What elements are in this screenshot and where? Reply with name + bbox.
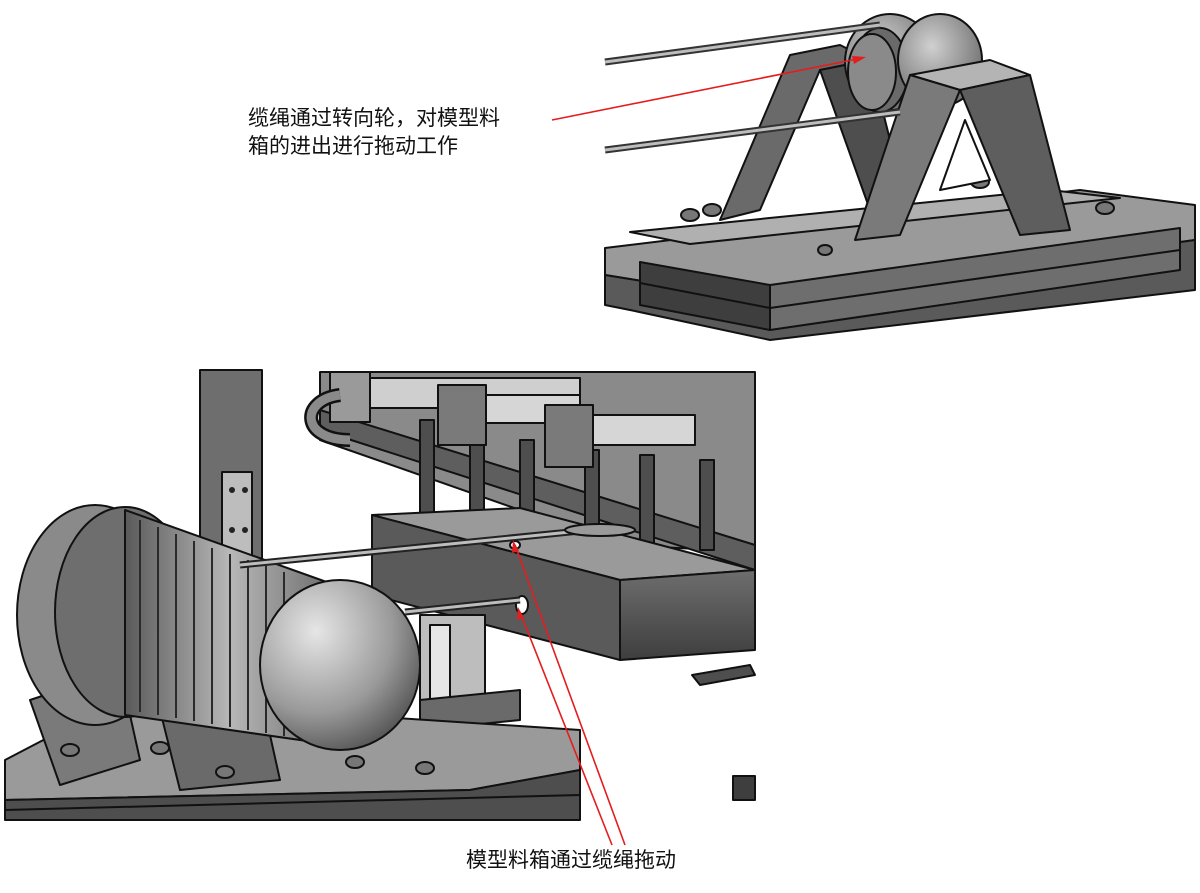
turning-wheel-assembly: [604, 13, 1196, 341]
motor-end-cap: [259, 579, 421, 751]
floor-block: [732, 775, 756, 801]
top-callout-leader: [551, 57, 863, 121]
front-a-frame-right-leg: [959, 74, 1071, 236]
bottom-callout-arrowhead-1: [512, 540, 519, 553]
front-a-frame-left-leg: [854, 74, 961, 241]
callout-lines: [512, 56, 866, 846]
floor-rail: [691, 664, 756, 686]
bottom-callout-arrowhead-2: [517, 607, 524, 620]
rod-tip: [564, 523, 636, 537]
bolt-set: [680, 175, 1115, 256]
pulley-groove-2: [847, 33, 897, 111]
bottom-callout-text: 模型料箱通过缆绳拖动: [466, 848, 676, 872]
bottom-callout-leader-2: [519, 611, 613, 846]
top-callout-text: 缆绳通过转向轮，对模型料 箱的进出进行拖动工作: [248, 106, 500, 158]
base-bolts: [60, 741, 435, 779]
model-box-side: [619, 569, 756, 661]
pneumatic-cylinder-3: [544, 404, 696, 468]
top-callout-arrowhead: [852, 56, 866, 64]
bottom-callout-leader-1: [514, 544, 626, 846]
motor-box-assembly: [4, 369, 756, 821]
front-a-frame-triangle: [939, 119, 991, 191]
